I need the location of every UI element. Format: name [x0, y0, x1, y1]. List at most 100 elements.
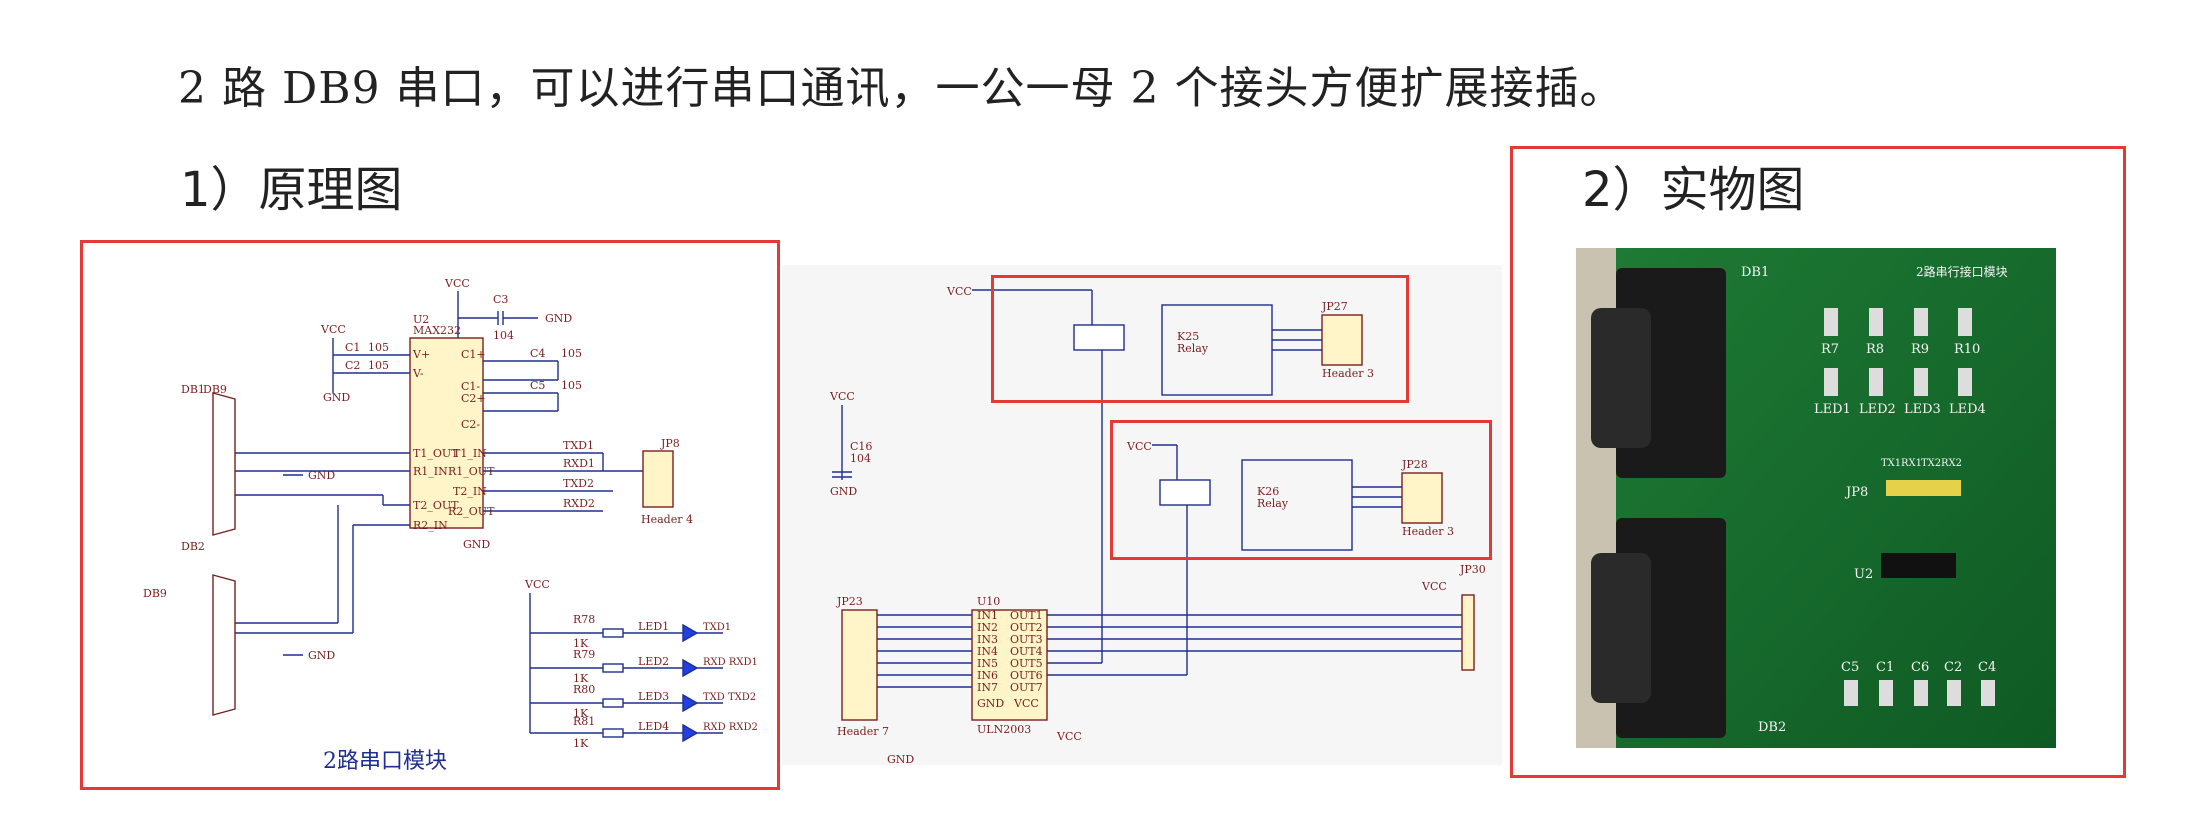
out-pin: OUT6: [1010, 669, 1043, 682]
u2-silk: U2: [1854, 567, 1873, 582]
vcc-label: VCC: [829, 390, 855, 403]
led-label: LED3: [638, 690, 669, 703]
pin-label: C1-: [461, 380, 480, 393]
pin-label: V-: [412, 367, 424, 380]
vcc-label: VCC: [1126, 440, 1152, 453]
cap-silk: C5: [1841, 660, 1859, 675]
db1-silk: DB1: [1741, 265, 1769, 280]
net-label: RXD2: [563, 497, 595, 510]
resistor-label: R80: [573, 683, 595, 696]
resistor-silk: R7: [1821, 342, 1839, 357]
relay1-highlight-frame: [991, 275, 1409, 403]
c16-label: C16: [850, 440, 872, 453]
led-net: TXD TXD2: [703, 692, 756, 703]
relay-label: Relay: [1177, 342, 1209, 355]
photo-highlight-frame: [1510, 146, 2126, 778]
schematic-highlight-frame: [80, 240, 780, 790]
board-title-silk: 2路串行接口模块: [1916, 264, 2008, 279]
gnd-label: GND: [308, 469, 335, 482]
pin-silk: TX2: [1921, 458, 1941, 469]
c5-value: 105: [561, 379, 582, 392]
cap-silk: C2: [1944, 660, 1962, 675]
led-silk: LED4: [1949, 402, 1986, 417]
photo-heading: 2）实物图: [1582, 162, 1805, 218]
u2-label: U2: [413, 313, 429, 326]
pin-label: T2_OUT: [413, 499, 459, 512]
pin-label: C2+: [461, 392, 486, 405]
jp23-label: JP23: [836, 595, 863, 608]
pin-label: C1+: [461, 348, 486, 361]
cap-silk: C1: [1876, 660, 1894, 675]
pin-silk: TX1: [1881, 458, 1901, 469]
pin-label: T2_IN: [453, 485, 487, 498]
header3-label: Header 3: [1402, 525, 1454, 538]
led-label: LED4: [638, 720, 669, 733]
relay-driver-schematic: VCC VCC VCC VCC VCC GND GND K25 Relay K2…: [782, 265, 1502, 765]
jp27-label: JP27: [1321, 300, 1348, 313]
c1-value: 105: [368, 341, 389, 354]
gnd-label: GND: [830, 485, 857, 498]
net-label: TXD2: [563, 477, 594, 490]
schematic-heading: 1）原理图: [180, 162, 403, 218]
out-pin: OUT2: [1010, 621, 1043, 634]
k26-label: K26: [1257, 485, 1279, 498]
net-label: RXD1: [563, 457, 595, 470]
in-pin: IN1: [977, 609, 998, 622]
pin-label: R2_OUT: [448, 505, 495, 518]
c16-value: 104: [850, 452, 871, 465]
vcc-label: VCC: [1056, 730, 1082, 743]
gnd-label: GND: [323, 391, 350, 404]
db1-label: DB1: [181, 383, 205, 396]
jp30-label: JP30: [1459, 563, 1486, 576]
jp28-label: JP28: [1401, 458, 1428, 471]
led-label: LED2: [638, 655, 669, 668]
in-pin: IN7: [977, 681, 998, 694]
resistor-label: R81: [573, 715, 595, 728]
vcc-label: VCC: [444, 277, 470, 290]
out-pin: OUT7: [1010, 681, 1043, 694]
db2-label: DB2: [181, 540, 205, 553]
c4-value: 105: [561, 347, 582, 360]
db2-silk: DB2: [1758, 720, 1786, 735]
cap-silk: C4: [1978, 660, 1996, 675]
out-pin: OUT1: [1010, 609, 1043, 622]
pin-label: R1_OUT: [448, 465, 495, 478]
db9-label: DB9: [143, 587, 167, 600]
vcc-label: VCC: [524, 578, 550, 591]
resistor-silk: R10: [1954, 342, 1980, 357]
pin-label: V+: [412, 348, 430, 361]
out-pin: OUT5: [1010, 657, 1043, 670]
c1-label: C1: [345, 341, 360, 354]
resistor-value: 1K: [573, 672, 589, 685]
resistor-silk: R8: [1866, 342, 1884, 357]
k25-label: K25: [1177, 330, 1199, 343]
resistor-value: 1K: [573, 737, 589, 750]
vcc-label: VCC: [1421, 580, 1447, 593]
vcc-pin: VCC: [1013, 697, 1039, 710]
led-silk: LED3: [1904, 402, 1941, 417]
module-photo: DB1 DB2 2路串行接口模块 R7 R8 R9 R10 LED1 LED2 …: [1576, 248, 2056, 748]
u2-part: MAX232: [413, 324, 461, 337]
module-title: 2路串口模块: [323, 749, 447, 774]
pin-silk: RX2: [1941, 458, 1962, 469]
c3-label: C3: [493, 293, 508, 306]
c4-label: C4: [530, 347, 545, 360]
in-pin: IN6: [977, 669, 998, 682]
cap-silk: C6: [1911, 660, 1929, 675]
header4-label: Header 4: [641, 513, 693, 526]
db9-label: DB9: [203, 383, 227, 396]
relay2-highlight-frame: [1110, 420, 1492, 560]
c2-label: C2: [345, 359, 360, 372]
in-pin: IN2: [977, 621, 998, 634]
resistor-value: 1K: [573, 707, 589, 720]
in-pin: IN4: [977, 645, 998, 658]
led-net: RXD RXD2: [703, 722, 758, 733]
resistor-value: 1K: [573, 637, 589, 650]
resistor-label: R78: [573, 613, 595, 626]
gnd-pin: GND: [977, 697, 1004, 710]
pin-label: R2_IN: [413, 519, 448, 532]
led-label: LED1: [638, 620, 669, 633]
in-pin: IN3: [977, 633, 998, 646]
gnd-label: GND: [463, 538, 490, 551]
c5-label: C5: [530, 379, 545, 392]
